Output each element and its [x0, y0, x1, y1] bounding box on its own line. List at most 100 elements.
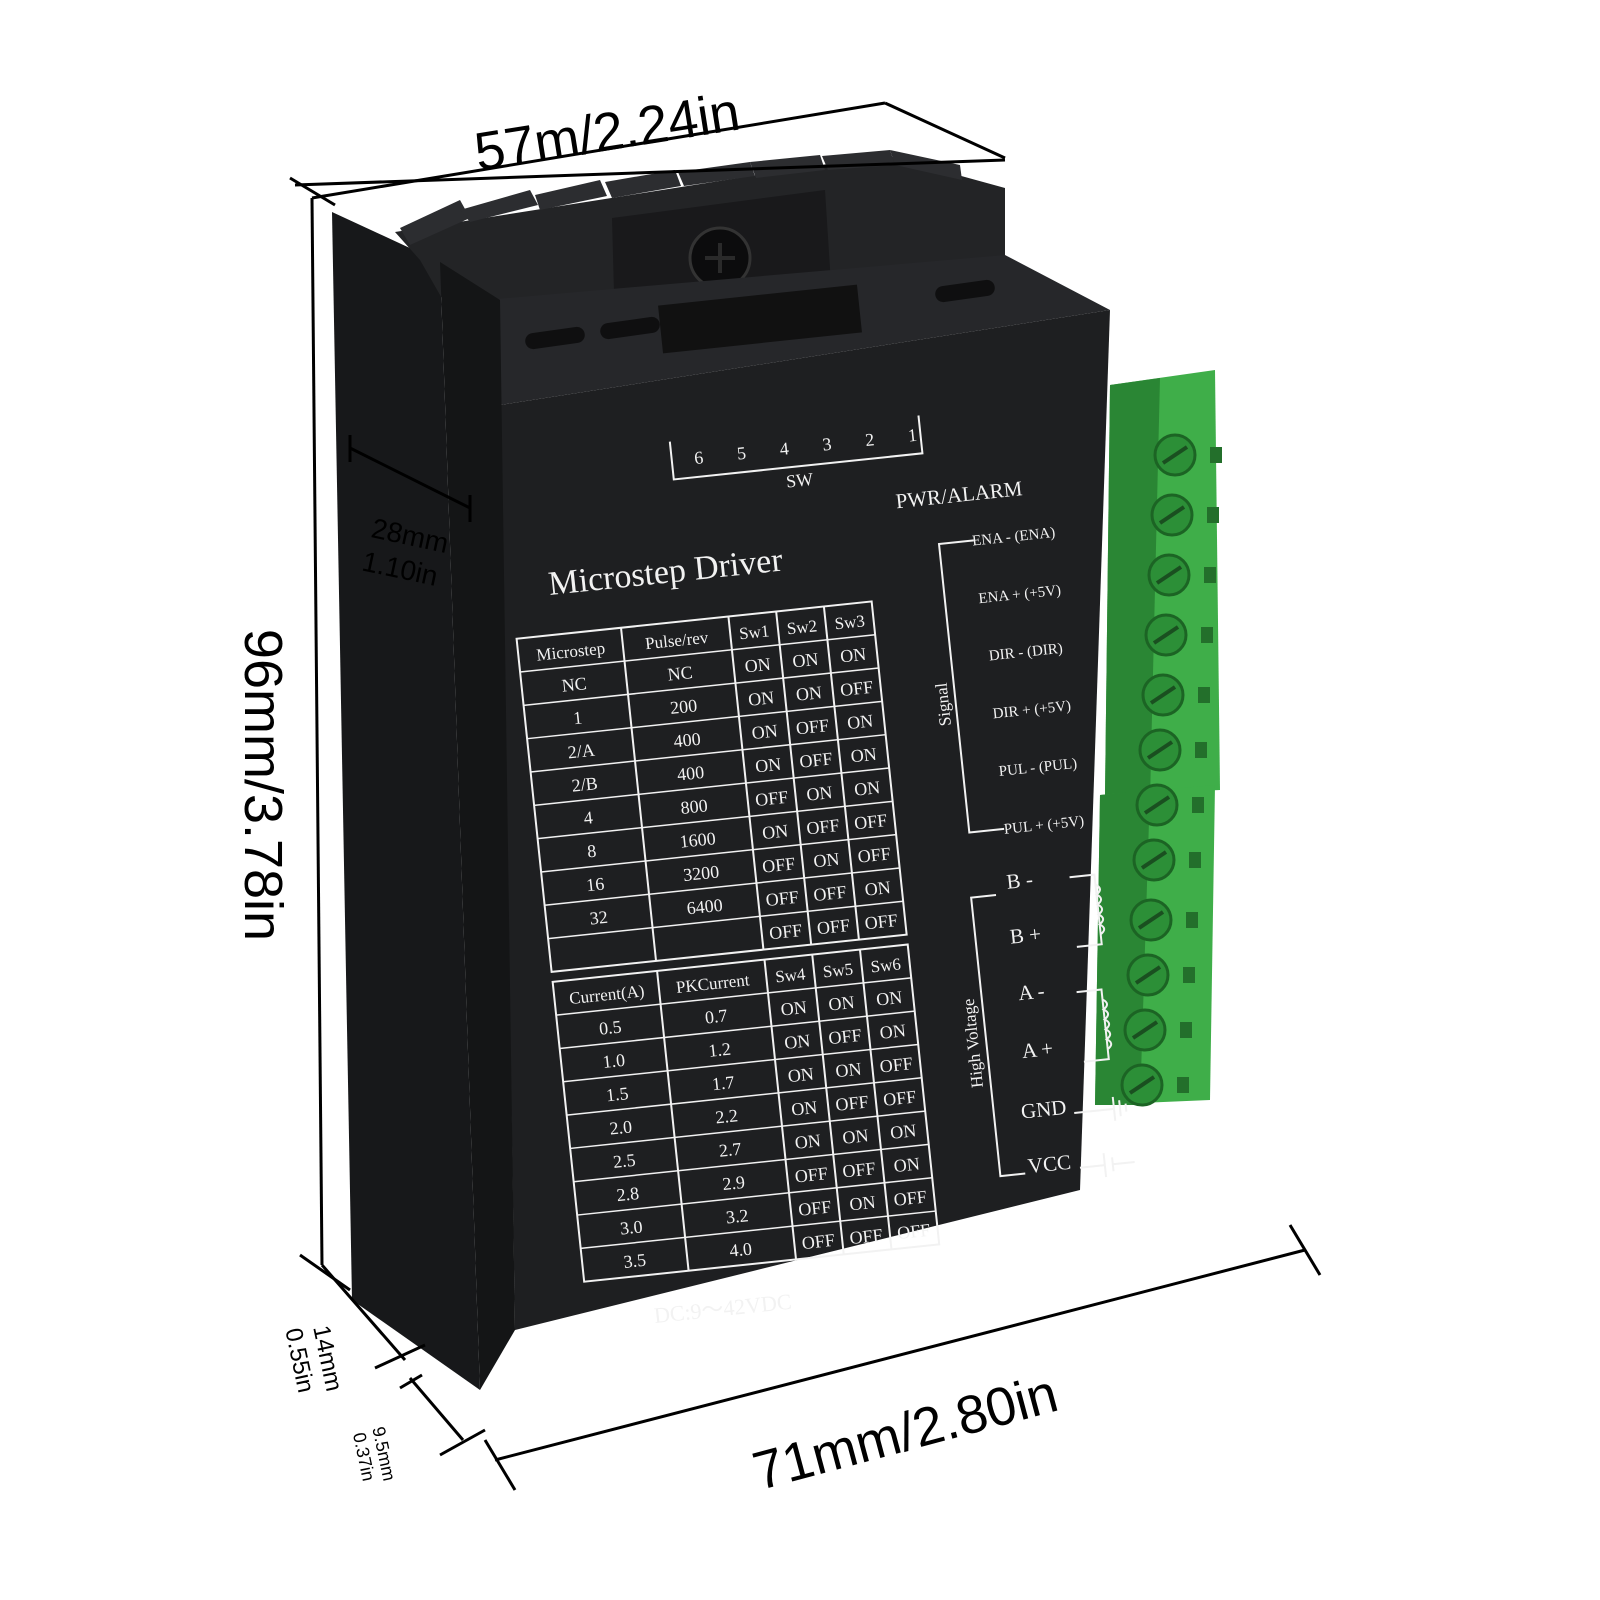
terminal-block-power: [1095, 785, 1215, 1105]
table-cell: ON: [842, 1125, 870, 1148]
hv-bracket: [970, 894, 1026, 1178]
table-cell: ON: [794, 1130, 822, 1153]
table-header-cell: Sw1: [738, 621, 770, 643]
sw-number: 1: [907, 425, 918, 446]
table-cell: 2.2: [714, 1105, 738, 1127]
power-terminal-label: A -: [1017, 979, 1046, 1006]
table-cell: OFF: [864, 910, 899, 933]
table-cell: 2/A: [567, 740, 596, 763]
table-header-cell: Sw6: [870, 954, 902, 976]
sw-number: 3: [821, 434, 832, 455]
power-terminal-label: GND: [1020, 1095, 1068, 1124]
sw-number: 5: [736, 443, 747, 464]
power-terminal-label: A +: [1021, 1036, 1054, 1063]
table-cell: OFF: [842, 1158, 877, 1181]
heatsink-left-fin: [332, 212, 480, 1390]
table-cell: ON: [850, 744, 878, 767]
table-cell: 1.2: [707, 1039, 731, 1061]
table-cell: 2.5: [612, 1150, 636, 1172]
table-cell: 0.5: [598, 1016, 622, 1038]
table-cell: 400: [673, 729, 702, 752]
table-cell: 400: [676, 762, 705, 785]
table-header-cell: Sw4: [774, 964, 807, 986]
table-cell: ON: [744, 654, 772, 677]
table-cell: OFF: [853, 810, 888, 833]
table-cell: 8: [586, 841, 597, 862]
vcc-symbol: [1079, 1153, 1135, 1178]
table-cell: 4: [583, 807, 594, 828]
coil-a-symbol: [1076, 988, 1113, 1063]
table-cell: OFF: [754, 787, 789, 810]
table-cell: 6400: [686, 895, 724, 919]
table-cell: ON: [853, 777, 881, 800]
vent-slots: [525, 279, 995, 354]
table-cell: OFF: [795, 715, 830, 738]
table-cell: ON: [893, 1154, 921, 1177]
table-cell: 1600: [679, 828, 717, 852]
signal-bracket: [937, 539, 1005, 834]
front-panel: [500, 310, 1110, 1330]
sw-number: 4: [779, 438, 790, 459]
table-cell: OFF: [849, 1225, 884, 1248]
table-cell: OFF: [798, 748, 833, 771]
signal-label: Signal: [932, 682, 955, 727]
table-cell: 16: [585, 873, 605, 895]
table-cell: OFF: [812, 882, 847, 905]
table-cell: OFF: [893, 1186, 928, 1209]
table-cell: ON: [889, 1120, 917, 1143]
table-cell: 2.0: [609, 1116, 633, 1138]
table-cell: ON: [790, 1097, 818, 1120]
table-cell: OFF: [896, 1220, 931, 1243]
table-cell: OFF: [839, 677, 874, 700]
table-cell: 3.0: [619, 1216, 643, 1238]
table-cell: OFF: [765, 887, 800, 910]
sw-label: SW: [785, 469, 814, 492]
table-cell: NC: [667, 662, 694, 685]
table-cell: ON: [761, 820, 789, 843]
table-cell: 3.5: [623, 1250, 647, 1272]
power-terminal-label: VCC: [1027, 1150, 1072, 1178]
table-cell: ON: [795, 682, 823, 705]
table-cell: ON: [875, 987, 903, 1010]
table-cell: 2.7: [718, 1139, 742, 1161]
table-cell: ON: [846, 710, 874, 733]
table-cell: OFF: [835, 1092, 870, 1115]
power-terminal-labels: B - B + A - A + GND VCC: [1005, 867, 1072, 1178]
table-cell: OFF: [882, 1087, 917, 1110]
table-cell: 2.8: [616, 1183, 640, 1205]
table-cell: 200: [669, 695, 698, 718]
table-cell: NC: [561, 673, 588, 696]
power-terminal-label: B +: [1009, 922, 1042, 949]
sw-number: 6: [693, 447, 704, 468]
table-cell: OFF: [879, 1053, 914, 1076]
table-cell: ON: [787, 1064, 815, 1087]
table-cell: OFF: [801, 1230, 836, 1253]
table-cell: OFF: [805, 815, 840, 838]
table-cell: 1.5: [605, 1083, 629, 1105]
power-terminal-label: B -: [1005, 867, 1034, 894]
case-side: [440, 262, 515, 1390]
table-cell: OFF: [768, 920, 803, 943]
table-cell: ON: [839, 644, 867, 667]
table-cell: OFF: [761, 853, 796, 876]
table-cell: OFF: [797, 1197, 832, 1220]
table-cell: ON: [849, 1192, 877, 1215]
table-cell: ON: [747, 687, 775, 710]
table-cell: ON: [780, 997, 808, 1020]
table-cell: ON: [812, 849, 840, 872]
table-cell: ON: [879, 1020, 907, 1043]
table-cell: 4.0: [728, 1239, 752, 1261]
table-cell: OFF: [794, 1163, 829, 1186]
table-header-cell: Sw3: [834, 611, 866, 633]
table-cell: ON: [835, 1059, 863, 1082]
table-cell: ON: [751, 721, 779, 744]
table-cell: 2.9: [721, 1172, 745, 1194]
table-cell: OFF: [816, 915, 851, 938]
power-note: DC:9～42VDC: [653, 1289, 793, 1328]
table-cell: 1.7: [711, 1072, 735, 1094]
table-cell: 800: [680, 795, 709, 818]
dim-width-top: 57m/2.24in: [471, 82, 744, 183]
